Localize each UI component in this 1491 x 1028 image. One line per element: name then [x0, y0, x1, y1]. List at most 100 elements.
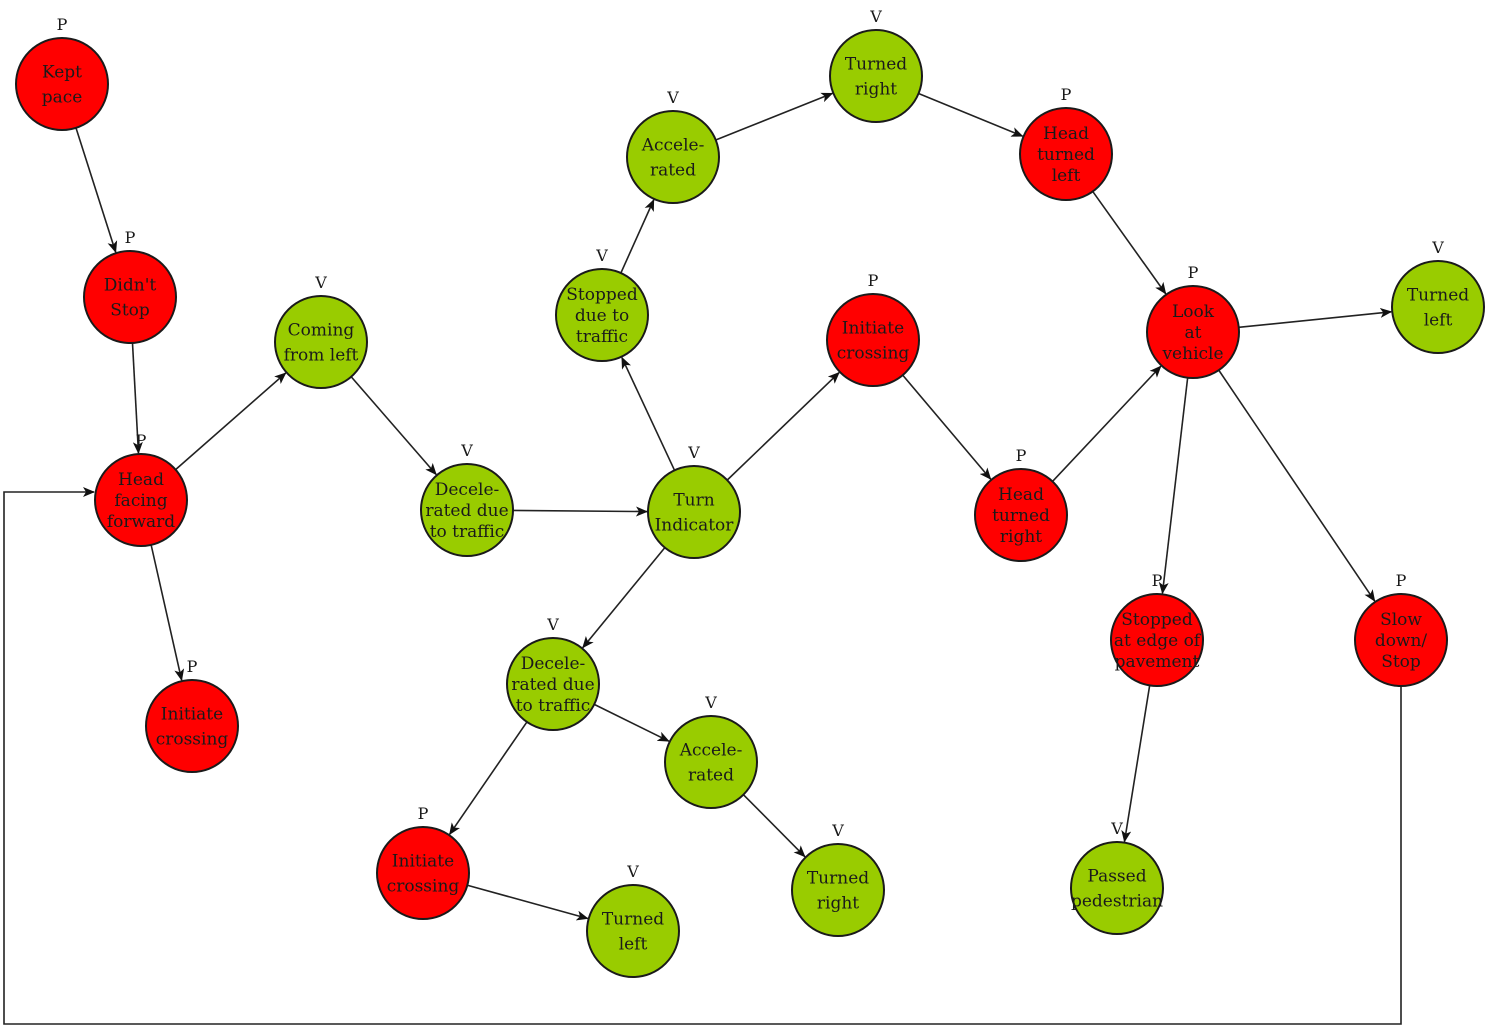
node-label: rated	[650, 161, 696, 181]
node-label: Stopped	[566, 285, 638, 305]
node-circle	[420, 463, 514, 557]
node-label: down/	[1375, 631, 1428, 651]
edge-n16-n18	[1121, 685, 1151, 843]
node-circle	[555, 268, 649, 362]
edge-n17-n3	[3, 487, 1402, 1025]
node-circle	[15, 37, 109, 131]
node-label: right	[855, 80, 897, 100]
vehicle-state-node: V Passed pedestrian	[1070, 819, 1164, 935]
edge-n20-n21	[742, 794, 806, 858]
node-label: Kept	[42, 63, 82, 83]
edge-n1-n2	[75, 127, 118, 254]
node-circle	[506, 637, 600, 731]
node-circle	[1146, 285, 1240, 379]
role-label: P	[125, 228, 136, 247]
role-label: V	[626, 862, 639, 881]
node-label: to traffic	[516, 696, 591, 716]
node-label: Head	[1043, 124, 1089, 144]
role-label: P	[187, 657, 198, 676]
node-label: crossing	[837, 344, 910, 364]
role-label: P	[57, 15, 68, 34]
node-label: Turn	[673, 491, 714, 511]
node-label: left	[1052, 166, 1081, 186]
node-circle	[586, 884, 680, 978]
node-circle	[664, 715, 758, 809]
edge-n10-n11	[918, 92, 1024, 137]
pedestrian-state-node: P Kept pace	[15, 15, 109, 131]
node-label: right	[1000, 527, 1042, 547]
edge-n9-n10	[715, 92, 834, 141]
node-circle	[974, 468, 1068, 562]
edge-n6-n7	[512, 506, 649, 517]
role-label: V	[460, 441, 473, 460]
edge-layer	[3, 92, 1402, 1025]
role-label: V	[1110, 819, 1123, 838]
node-label: Passed	[1087, 867, 1146, 887]
node-label: Head	[998, 485, 1044, 505]
node-label: Initiate	[161, 705, 223, 725]
role-label: V	[831, 821, 844, 840]
node-label: Slow	[1380, 610, 1422, 630]
edge-n12-n13	[902, 374, 992, 480]
role-label: P	[418, 804, 429, 823]
edge-n11-n14	[1092, 190, 1167, 295]
pedestrian-state-node: P Initiate crossing	[145, 657, 239, 773]
node-label: pavement	[1115, 652, 1200, 672]
node-label: Indicator	[655, 516, 735, 536]
edge-n7-n12	[726, 371, 840, 481]
edge-n2-n3	[131, 342, 143, 455]
node-label: Stop	[110, 301, 150, 321]
role-label: P	[1152, 571, 1163, 590]
node-label: pace	[42, 88, 83, 108]
role-label: P	[1188, 263, 1199, 282]
node-label: Accele-	[641, 136, 705, 156]
role-label: V	[546, 615, 559, 634]
edge-n14-n15	[1238, 307, 1393, 329]
node-label: facing	[114, 491, 167, 511]
node-label: Head	[118, 470, 164, 490]
node-label: crossing	[156, 730, 229, 750]
edge-n7-n19	[582, 547, 666, 649]
edge-n19-n22	[448, 721, 528, 836]
node-label: to traffic	[430, 522, 505, 542]
node-circle	[647, 465, 741, 559]
role-label: P	[136, 431, 147, 450]
node-label: turned	[1037, 145, 1095, 165]
node-circle	[1110, 593, 1204, 687]
node-label: Turned	[807, 869, 869, 889]
node-label: at	[1185, 323, 1202, 343]
node-label: Initiate	[842, 319, 904, 339]
role-label: V	[1431, 238, 1444, 257]
edge-n3-n4	[150, 544, 185, 682]
role-label: P	[1016, 446, 1027, 465]
edge-n5-n6	[350, 376, 437, 476]
node-label: Didn't	[104, 276, 157, 296]
node-label: right	[817, 894, 859, 914]
node-label: Initiate	[392, 852, 454, 872]
node-label: Coming	[288, 321, 355, 341]
edge-n22-n23	[467, 884, 589, 921]
node-circle	[83, 250, 177, 344]
node-label: vehicle	[1161, 344, 1223, 364]
edge-n14-n17	[1218, 369, 1376, 602]
node-circle	[1354, 593, 1448, 687]
node-label: pedestrian	[1071, 892, 1163, 912]
edge-n8-n9	[620, 198, 655, 274]
node-label: rated due	[425, 501, 508, 521]
role-label: P	[1061, 85, 1072, 104]
node-circle	[1019, 107, 1113, 201]
node-label: Stop	[1381, 652, 1421, 672]
